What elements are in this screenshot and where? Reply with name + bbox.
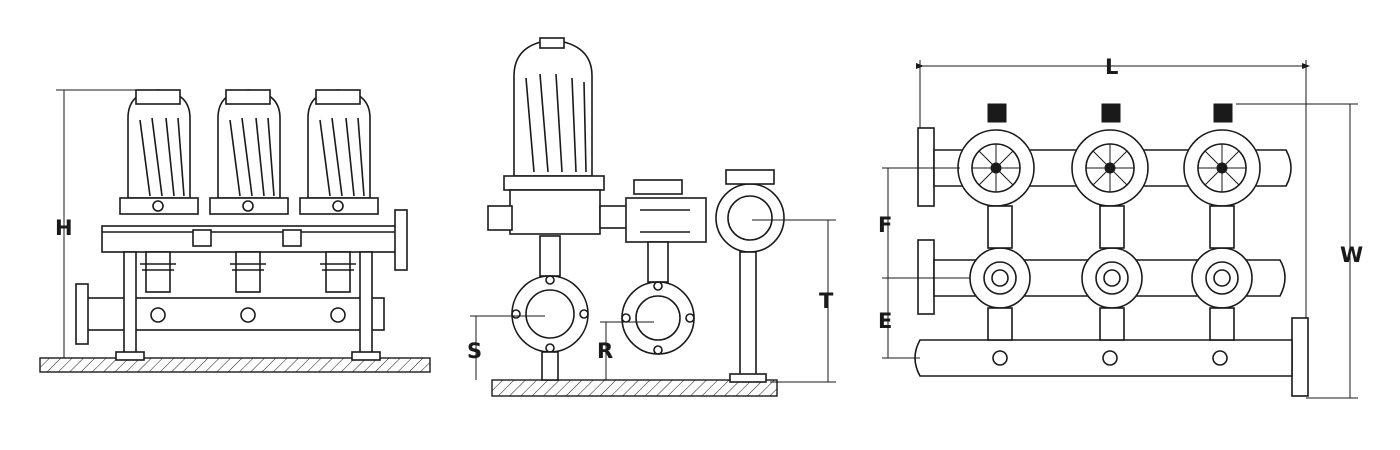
side-view: S R T [467, 37, 836, 397]
upper-manifold [101, 225, 399, 253]
width-label: W [1340, 243, 1363, 267]
control-valve [625, 197, 707, 243]
inlet-height-label: S [467, 339, 482, 363]
outlet-height-label: R [597, 339, 613, 363]
filter-body [509, 189, 601, 235]
length-label: L [1105, 55, 1118, 79]
filter-dome [299, 89, 379, 215]
inlet-valve [511, 235, 589, 381]
outlet-valve [621, 241, 695, 355]
height-label: H [55, 216, 73, 240]
outlet-flange [394, 209, 408, 271]
filter-stems [140, 251, 356, 293]
manifold-spacing-label-upper: F [878, 213, 892, 237]
backflush-valves-top [969, 247, 1253, 309]
filter-units-front [119, 89, 199, 215]
ground-base [39, 357, 431, 373]
support-leg [359, 251, 373, 359]
filter-dome [513, 39, 593, 177]
support-leg [123, 251, 137, 359]
outlet-flange-side [715, 183, 785, 253]
manifold-spacing-label-lower: E [878, 309, 892, 333]
filter-dome [119, 89, 199, 215]
control-valve-top [633, 179, 683, 195]
inlet-flange-top [917, 127, 935, 207]
inlet-flange [75, 283, 89, 345]
outlet-flange-top [1291, 317, 1309, 397]
total-height-label: T [819, 289, 834, 313]
support-post [739, 251, 757, 381]
front-view: H [39, 89, 431, 373]
filter-units-front-extra [209, 89, 379, 215]
top-view: L W F E [878, 55, 1363, 399]
filter-heads-top [957, 103, 1261, 207]
filter-dome [209, 89, 289, 215]
inlet-flange-top [917, 239, 935, 315]
ground-base [491, 379, 778, 397]
